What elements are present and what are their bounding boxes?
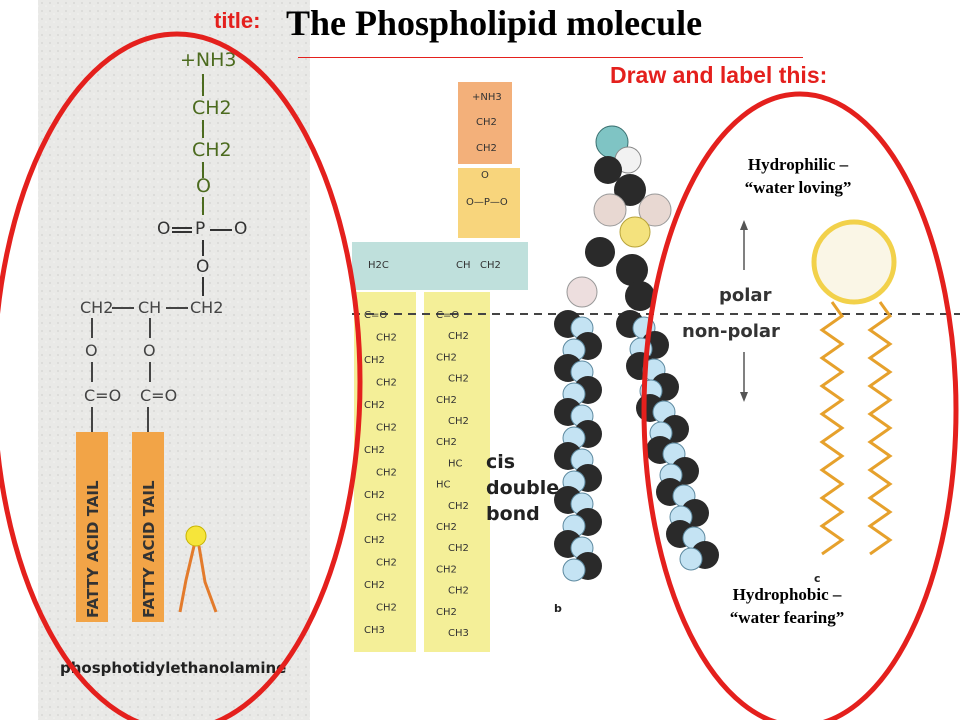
middle-tail-right-units: C=OCH2CH2CH2CH2CH2CH2HCHCCH2CH2CH2CH2CH2… <box>436 310 469 639</box>
tail-left-unit: CH2 <box>376 513 397 524</box>
middle-head-box <box>458 82 512 164</box>
fatty-acid-tail-label-right: FATTY ACID TAIL <box>140 480 158 618</box>
simplified-phospholipid: c <box>811 219 897 585</box>
tail-left-unit: CH2 <box>364 355 385 366</box>
tail-right-unit: C=O <box>436 310 459 321</box>
tail-right-unit: CH2 <box>436 607 457 618</box>
tail-right-unit: HC <box>448 458 463 469</box>
middle-ch2-b: CH2 <box>476 143 497 154</box>
left-structure: +NH3 CH2 CH2 O <box>180 49 237 215</box>
tail-right-unit: CH2 <box>448 586 469 597</box>
middle-glycerol-right: CH2 <box>480 260 501 271</box>
tail-right-unit: CH2 <box>436 564 457 575</box>
instruction-text: Draw and label this: <box>610 62 828 88</box>
middle-glycerol-box <box>352 242 528 290</box>
panel-letter-b: b <box>554 602 562 615</box>
left-head-ch2-b: CH2 <box>192 139 232 161</box>
cis-label-line1: cis <box>486 451 515 473</box>
left-phosphate: O P O O <box>157 219 247 296</box>
hydrophilic-line2: “water loving” <box>744 178 852 197</box>
tail-right-unit: CH2 <box>448 374 469 385</box>
tail-right-unit: CH2 <box>448 501 469 512</box>
slide-title: The Phospholipid molecule <box>286 3 703 43</box>
middle-o-top: O <box>481 170 489 181</box>
hydrophobic-line1: Hydrophobic – <box>732 585 842 604</box>
cis-label-line2: double <box>486 477 559 499</box>
polar-label: polar <box>719 285 772 306</box>
phosphate-left-o: O <box>157 219 170 239</box>
tail-left-unit: CH2 <box>376 423 397 434</box>
tail-left-unit: CH2 <box>376 333 397 344</box>
mini-phospholipid-icon <box>178 525 218 613</box>
tail-right-unit: CH2 <box>436 395 457 406</box>
left-head-ch2-a: CH2 <box>192 97 232 119</box>
middle-glycerol-middle: CH <box>456 260 471 271</box>
left-glycerol: CH2 CH CH2 O O C=O C=O <box>80 298 223 432</box>
ester-o-left: O <box>85 341 98 360</box>
glycerol-right: CH2 <box>190 298 223 317</box>
hydrophilic-label: Hydrophilic – “water loving” <box>708 153 888 199</box>
middle-tail-box-left <box>354 292 416 652</box>
space-filling-model <box>554 125 719 582</box>
middle-phosphate: O—P—O <box>466 197 508 208</box>
tail-left-unit: CH2 <box>376 558 397 569</box>
cis-label-line3: bond <box>486 503 540 525</box>
tail-left-unit: CH2 <box>364 580 385 591</box>
fatty-acid-tail-label-left: FATTY ACID TAIL <box>84 480 102 618</box>
polarity-indicator: polar non-polar <box>682 220 780 402</box>
fatty-acid-tail-bar-left <box>76 432 108 622</box>
tail-left-unit: CH2 <box>376 468 397 479</box>
tail-right-unit: HC <box>436 480 451 491</box>
middle-ch2-a: CH2 <box>476 117 497 128</box>
hydrophobic-line2: “water fearing” <box>729 608 845 627</box>
highlight-ellipse-right <box>641 91 959 720</box>
left-head-o: O <box>196 175 211 197</box>
left-head-nh3: +NH3 <box>180 49 237 71</box>
highlight-ellipse-left <box>0 31 363 720</box>
middle-tail-left-units: C=OCH2CH2CH2CH2CH2CH2CH2CH2CH2CH2CH2CH2C… <box>364 310 397 636</box>
tail-right-unit: CH2 <box>436 522 457 533</box>
tail-right-unit: CH2 <box>448 331 469 342</box>
middle-glycerol-left: H2C <box>368 260 389 271</box>
tail-right-unit: CH2 <box>448 543 469 554</box>
middle-head-text: +NH3 CH2 CH2 O O—P—O H2C CH CH2 <box>368 92 508 271</box>
hydrophobic-tail-right <box>867 301 893 556</box>
middle-tail-box-right <box>424 292 490 652</box>
carbonyl-right: C=O <box>140 386 177 405</box>
glycerol-middle: CH <box>138 298 161 317</box>
tail-left-unit: CH2 <box>364 400 385 411</box>
glycerol-left: CH2 <box>80 298 113 317</box>
phosphate-right-o: O <box>234 219 247 239</box>
tail-left-unit: CH2 <box>364 490 385 501</box>
tail-right-unit: CH2 <box>436 437 457 448</box>
carbonyl-left: C=O <box>84 386 121 405</box>
left-caption: phosphotidylethanolamine <box>60 659 286 677</box>
tail-left-unit: CH2 <box>364 445 385 456</box>
title-underline <box>298 57 803 58</box>
ester-o-right: O <box>143 341 156 360</box>
phosphate-p: P <box>195 219 205 239</box>
polar-head-circle <box>811 219 897 305</box>
tail-right-unit: CH2 <box>448 416 469 427</box>
fatty-acid-tail-bar-right <box>132 432 164 622</box>
middle-phosphate-box <box>458 168 520 238</box>
tail-right-unit: CH3 <box>448 628 469 639</box>
panel-letter-c: c <box>814 572 821 585</box>
tail-left-unit: CH3 <box>364 625 385 636</box>
tail-left-unit: CH2 <box>376 603 397 614</box>
phosphate-bottom-o: O <box>196 257 209 277</box>
slide-title-prefix: title: <box>214 8 261 33</box>
hydrophobic-tail-left <box>819 301 845 556</box>
cis-double-bond-label: cis double bond <box>486 451 559 525</box>
tail-left-unit: CH2 <box>376 378 397 389</box>
tail-left-unit: CH2 <box>364 535 385 546</box>
hydrophilic-line1: Hydrophilic – <box>747 155 849 174</box>
middle-nh3: +NH3 <box>472 92 502 103</box>
tail-right-unit: CH2 <box>436 352 457 363</box>
hydrophobic-label: Hydrophobic – “water fearing” <box>692 583 882 629</box>
tail-left-unit: C=O <box>364 310 387 321</box>
non-polar-label: non-polar <box>682 321 780 342</box>
